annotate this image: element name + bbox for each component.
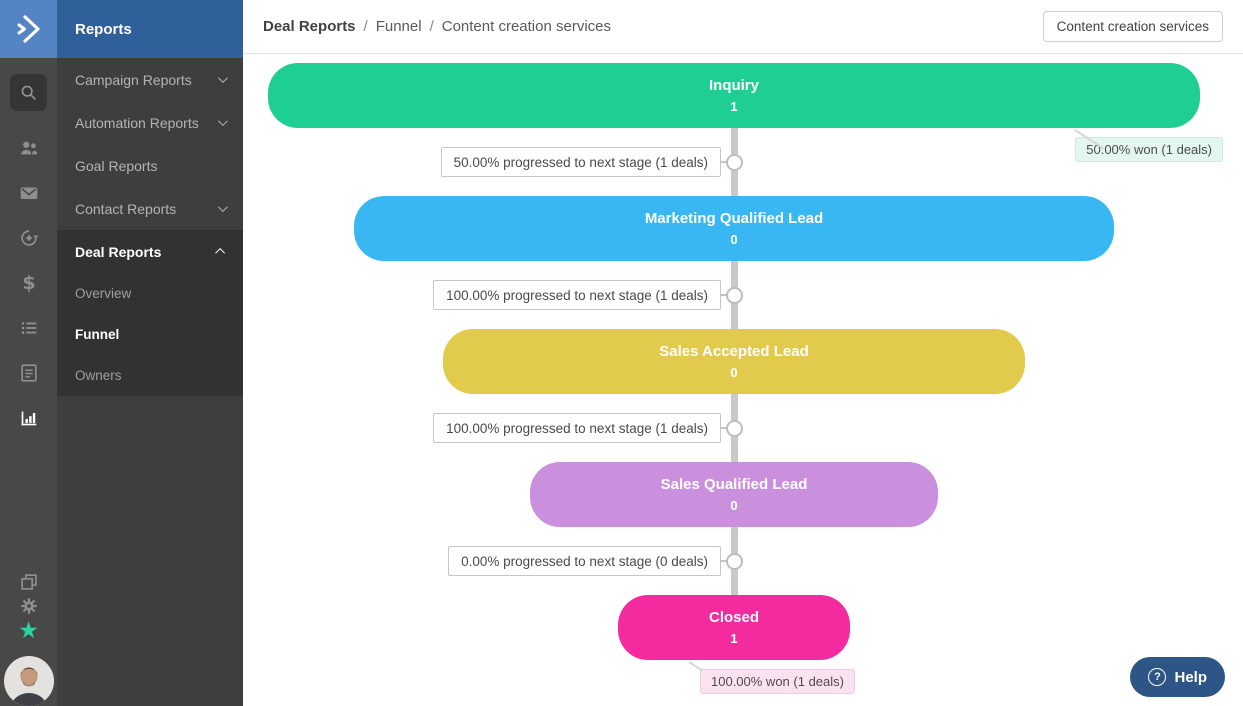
activecampaign-logo-icon — [17, 15, 40, 43]
bar-chart-icon — [21, 411, 36, 426]
sidebar-item-label: Contact Reports — [75, 200, 177, 217]
stage-name: Closed — [708, 609, 759, 626]
automation-icon — [20, 230, 39, 246]
stage-count: 0 — [730, 498, 738, 513]
connector-node — [726, 154, 743, 171]
pipeline-selector[interactable]: Content creation services — [1042, 11, 1223, 42]
connector-tick — [720, 560, 727, 562]
breadcrumb-separator: / — [363, 18, 368, 35]
rail-bottom-group: ★ — [3, 570, 54, 706]
sidebar-item-goal-reports[interactable]: Goal Reports — [57, 144, 243, 187]
main-content: Deal Reports / Funnel / Content creation… — [243, 0, 1243, 706]
funnel-chart: 50.00% progressed to next stage (1 deals… — [243, 55, 1243, 706]
help-button[interactable]: ? Help — [1130, 657, 1225, 697]
progression-label: 100.00% progressed to next stage (1 deal… — [433, 280, 721, 310]
stage-count: 0 — [730, 232, 738, 247]
breadcrumb: Deal Reports / Funnel / Content creation… — [263, 18, 611, 35]
breadcrumb-pipeline: Content creation services — [441, 18, 611, 35]
stage-name: Sales Qualified Lead — [660, 476, 808, 493]
funnel-stage-closed[interactable]: Closed 1 — [618, 595, 850, 660]
apps-icon — [20, 574, 37, 590]
won-tag: 50.00% won (1 deals) — [1075, 137, 1223, 162]
stage-name: Sales Accepted Lead — [659, 343, 809, 360]
funnel-stage-inquiry[interactable]: Inquiry 1 — [268, 63, 1200, 128]
chevron-up-icon — [215, 247, 226, 258]
automations-nav-icon[interactable] — [17, 226, 41, 250]
sidebar-item-automation-reports[interactable]: Automation Reports — [57, 101, 243, 144]
deals-nav-icon[interactable]: $ — [17, 271, 41, 295]
dollar-icon: $ — [22, 272, 35, 294]
apps-nav-icon[interactable] — [17, 570, 41, 594]
progression-label: 100.00% progressed to next stage (1 deal… — [433, 413, 721, 443]
funnel-stage-sales-qualified-lead[interactable]: Sales Qualified Lead 0 — [530, 462, 938, 527]
sidebar-item-label: Automation Reports — [75, 114, 199, 131]
settings-nav-icon[interactable] — [17, 594, 41, 618]
stage-name: Marketing Qualified Lead — [644, 210, 824, 227]
contacts-icon — [20, 141, 37, 155]
stage-connector: 50.00% progressed to next stage (1 deals… — [243, 128, 1243, 196]
question-mark-icon: ? — [1148, 668, 1167, 686]
user-avatar[interactable] — [3, 656, 54, 706]
lists-nav-icon[interactable] — [17, 316, 41, 340]
connector-tick — [720, 294, 727, 296]
sidebar-subitem-funnel[interactable]: Funnel — [75, 327, 120, 342]
search-icon — [21, 85, 36, 100]
help-label: Help — [1174, 668, 1207, 686]
won-tag: 100.00% won (1 deals) — [700, 669, 855, 694]
document-icon — [20, 364, 37, 382]
upgrade-nav-icon[interactable]: ★ — [17, 618, 41, 642]
chevron-down-icon — [217, 202, 228, 213]
stage-connector: 100.00% progressed to next stage (1 deal… — [243, 261, 1243, 329]
chevron-down-icon — [217, 73, 228, 84]
topbar: Deal Reports / Funnel / Content creation… — [243, 0, 1243, 54]
list-icon — [21, 322, 36, 334]
connector-tick — [720, 427, 727, 429]
stage-connector: 0.00% progressed to next stage (0 deals) — [243, 527, 1243, 595]
sidebar-subitem-owners[interactable]: Owners — [75, 368, 122, 383]
email-icon — [20, 187, 37, 199]
sidebar-subitem-overview[interactable]: Overview — [75, 286, 132, 301]
stage-name: Inquiry — [708, 77, 759, 94]
stage-connector: 100.00% progressed to next stage (1 deal… — [243, 394, 1243, 462]
funnel-stage-sales-accepted-lead[interactable]: Sales Accepted Lead 0 — [443, 329, 1025, 394]
breadcrumb-funnel[interactable]: Funnel — [375, 18, 422, 35]
forms-nav-icon[interactable] — [17, 361, 41, 385]
connector-node — [726, 287, 743, 304]
breadcrumb-deal-reports[interactable]: Deal Reports — [263, 18, 356, 35]
progression-label: 50.00% progressed to next stage (1 deals… — [440, 147, 721, 177]
search-button[interactable] — [10, 74, 47, 111]
icon-rail: $ — [0, 0, 57, 706]
chevron-down-icon — [217, 116, 228, 127]
stage-count: 1 — [730, 631, 738, 646]
svg-text:$: $ — [22, 272, 35, 294]
connector-node — [726, 553, 743, 570]
breadcrumb-separator: / — [429, 18, 434, 35]
sidebar-title: Reports — [57, 0, 243, 58]
sidebar-item-label: Campaign Reports — [75, 71, 192, 88]
avatar-photo — [3, 656, 54, 706]
sidebar-item-contact-reports[interactable]: Contact Reports — [57, 187, 243, 230]
reports-nav-icon[interactable] — [17, 406, 41, 430]
sidebar-item-label: Deal Reports — [75, 243, 162, 260]
gear-icon — [20, 598, 37, 614]
campaigns-nav-icon[interactable] — [17, 181, 41, 205]
contacts-nav-icon[interactable] — [17, 136, 41, 160]
connector-node — [726, 420, 743, 437]
sidebar-item-deal-reports[interactable]: Deal Reports — [57, 230, 243, 273]
connector-tick — [720, 161, 727, 163]
sidebar-item-label: Goal Reports — [75, 157, 158, 174]
star-icon: ★ — [18, 617, 39, 643]
stage-count: 0 — [730, 365, 738, 380]
activecampaign-logo[interactable] — [0, 0, 57, 58]
progression-label: 0.00% progressed to next stage (0 deals) — [448, 546, 721, 576]
funnel-stage-marketing-qualified-lead[interactable]: Marketing Qualified Lead 0 — [354, 196, 1114, 261]
won-tag-connector-line — [688, 661, 703, 672]
stage-count: 1 — [730, 99, 738, 114]
sidebar-item-campaign-reports[interactable]: Campaign Reports — [57, 58, 243, 101]
